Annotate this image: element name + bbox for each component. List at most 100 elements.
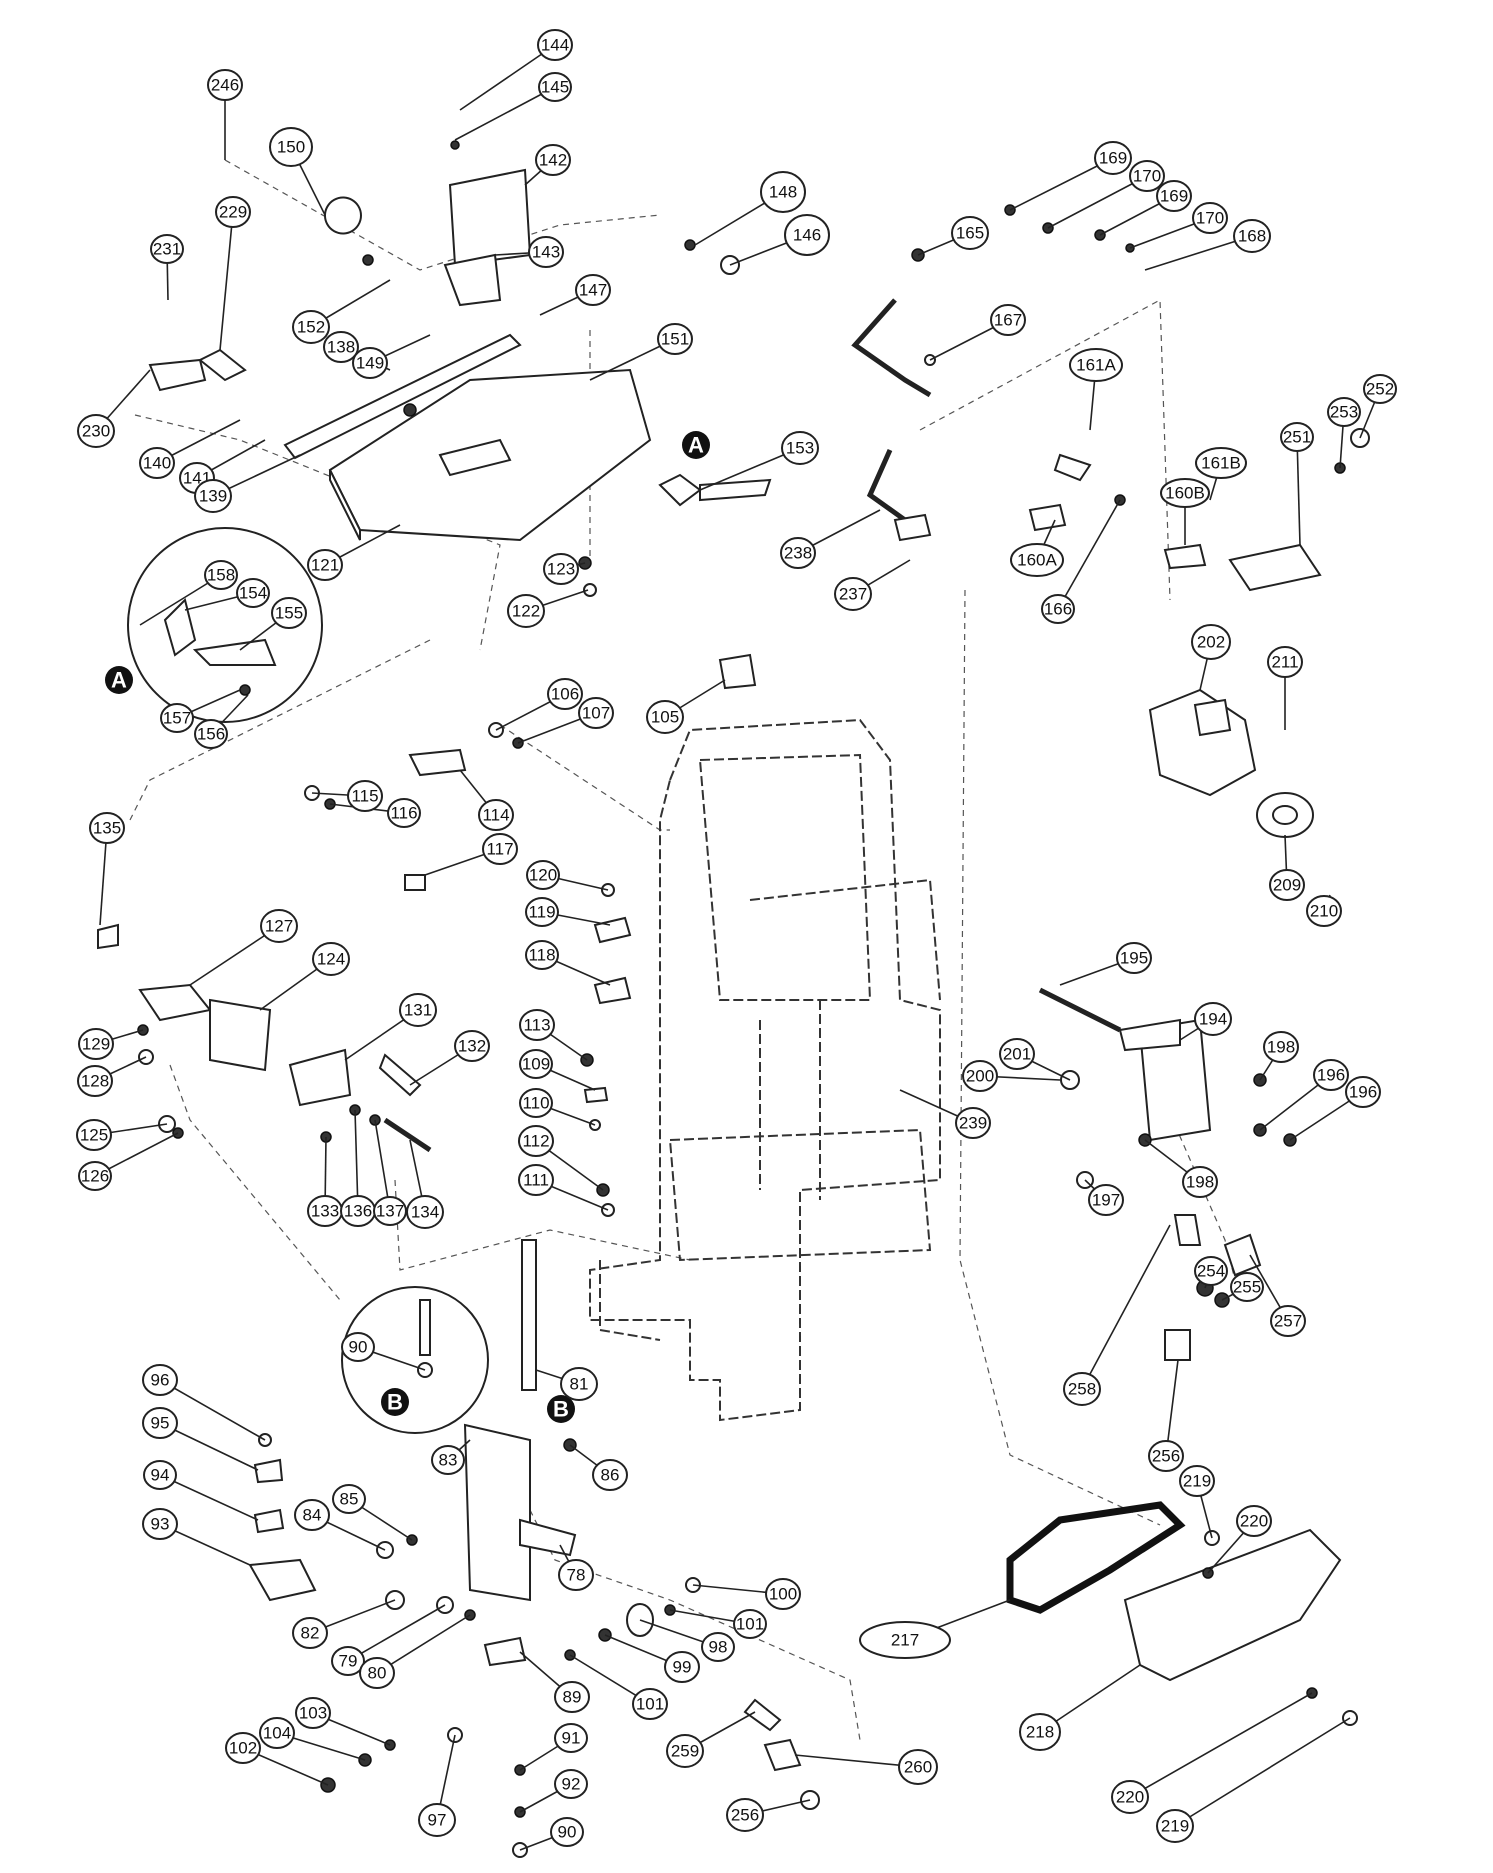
part-callout: 170 [1129,160,1165,192]
callout-circle [1094,141,1132,175]
part-callout: 153 [781,431,819,465]
callout-circle [431,1445,465,1475]
marker-letter: B [387,1390,403,1415]
leader-line [1174,1717,1351,1827]
block-93 [248,1558,317,1602]
part-callout: 150 [269,127,313,167]
callout-circle [77,414,115,448]
part-callout: 169 [1156,180,1192,212]
callout-label: 198 [1267,1038,1295,1057]
part-callout: 195 [1116,942,1152,974]
callout-circle [518,1164,554,1196]
bracket-154 [163,598,197,657]
callout-circle [307,549,343,581]
leader-line [1129,1692,1313,1798]
part-callout: 81 [560,1367,598,1401]
part-callout: 219 [1156,1809,1194,1843]
marker-letter: A [688,433,704,458]
callout-label: 131 [404,1001,432,1020]
part-callout: 145 [538,72,572,102]
callout-label: 143 [532,243,560,262]
callout-label: 230 [82,422,110,441]
callout-circle [859,1621,951,1659]
part-callout: 84 [294,1499,330,1531]
table-slot [438,438,512,477]
callout-circle [898,1749,938,1785]
leader-line [159,1474,259,1521]
part-callout: 194 [1194,1002,1232,1036]
part-callout: 218 [1019,1713,1061,1751]
callout-circle [1129,160,1165,192]
part-callout: 259 [666,1734,704,1768]
callout-circle [1194,1256,1228,1286]
callout-label: 112 [522,1132,549,1151]
part-callout: 144 [537,29,573,61]
callout-circle [260,909,298,943]
callout-label: 160B [1165,484,1205,503]
part-callout: 134 [406,1195,444,1229]
callout-label: 118 [528,946,555,965]
part-callout: 129 [78,1028,114,1060]
callout-label: 93 [151,1515,170,1534]
callout-label: 253 [1330,403,1358,422]
callout-circle [784,214,830,256]
leader-line [159,1379,266,1441]
part-callout: 142 [535,144,571,176]
callout-circle [1019,1713,1061,1751]
callout-circle [150,234,184,264]
part-callout: 137 [373,1196,407,1226]
switch-105 [718,653,757,690]
callout-label: 106 [551,685,579,704]
callout-label: 196 [1317,1066,1345,1085]
part-callout: 161B [1195,447,1247,479]
frame-rail [749,878,941,1001]
part-callout: 209 [1269,869,1305,901]
block-237 [893,513,932,542]
callout-circle [962,1060,998,1092]
callout-label: 210 [1310,902,1338,921]
leader-line [454,86,556,141]
callout-label: 142 [539,151,567,170]
part-callout: 107 [578,697,614,729]
callout-label: 124 [317,950,345,969]
bolt-256 [1164,1329,1191,1361]
left-hinge-assembly [97,653,757,1153]
callout-circle [554,1681,590,1713]
guide-line [394,1179,691,1271]
part-callout: 167 [990,304,1026,336]
callout-label: 139 [199,487,227,506]
callout-circle [207,69,243,101]
part-callout: 148 [760,171,806,213]
plate-109 [583,1086,609,1104]
callout-label: 161A [1076,356,1116,375]
bolt-195 [1038,987,1122,1033]
part-callout: 78 [558,1559,594,1591]
guide-line [959,589,1161,1526]
part-callout: 147 [575,274,611,306]
callout-label: 105 [651,708,679,727]
callout-label: 127 [265,917,293,936]
callout-circle [518,1125,554,1157]
callout-label: 238 [784,544,812,563]
callout-label: 167 [994,311,1022,330]
callout-circle [76,1119,112,1151]
leader-line [99,827,108,926]
callout-label: 153 [786,439,814,458]
fence-rail [283,333,522,460]
callout-label: 140 [143,454,171,473]
part-callout: 104 [259,1717,295,1749]
callout-circle [1160,478,1210,508]
callout-label: 101 [736,1615,764,1634]
part-callout: 135 [89,812,125,844]
callout-label: 154 [239,584,267,603]
callout-label: 220 [1240,1512,1268,1531]
part-callout: 256 [726,1798,764,1832]
callout-label: 237 [839,585,867,604]
leader-line [1296,436,1301,546]
callout-label: 156 [197,725,225,744]
callout-label: 259 [671,1742,699,1761]
callout-label: 90 [558,1823,577,1842]
part-callout: 118 [525,940,559,970]
part-callout: 103 [295,1697,331,1729]
